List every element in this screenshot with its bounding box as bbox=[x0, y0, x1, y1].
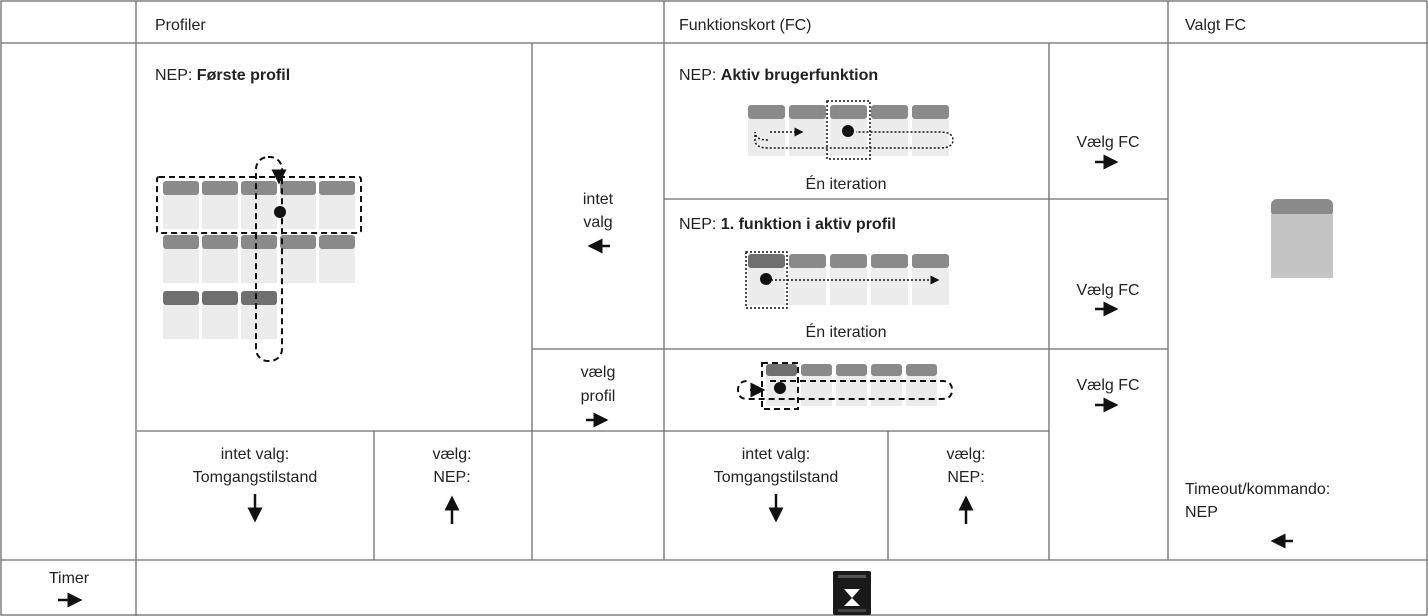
no-choice-label-2: valg bbox=[583, 214, 612, 231]
fc-row-2-action: Vælg FC bbox=[1076, 282, 1139, 299]
active-card-outline bbox=[826, 100, 871, 160]
cursor-dot bbox=[760, 273, 772, 285]
cursor-dot bbox=[274, 206, 286, 218]
profiles-panel-name: Første profil bbox=[197, 67, 290, 84]
selected-fc-card bbox=[1271, 199, 1333, 278]
profiles-panel-prefix: NEP: bbox=[155, 67, 197, 84]
profile-card bbox=[241, 181, 277, 229]
fc-choose-label-2: NEP: bbox=[947, 469, 984, 486]
cursor-dot bbox=[842, 125, 854, 137]
choose-profile-label-2: profil bbox=[581, 388, 616, 405]
profiles-choose-label-2: NEP: bbox=[433, 469, 470, 486]
fc-row-1-cards bbox=[748, 105, 949, 156]
profile-card bbox=[280, 235, 316, 283]
choose-profile-label: vælg bbox=[581, 364, 616, 381]
profile-card bbox=[202, 291, 238, 339]
profiles-no-choice-label: intet valg: bbox=[221, 446, 289, 463]
profiles-choose-label: vælg: bbox=[432, 446, 471, 463]
hourglass-icon bbox=[833, 571, 871, 615]
column-scan-outline bbox=[255, 156, 283, 362]
timeout-label: Timeout/kommando: bbox=[1185, 481, 1330, 498]
iteration-loop bbox=[754, 131, 954, 149]
profile-card bbox=[241, 291, 277, 339]
profile-card bbox=[163, 235, 199, 283]
fc-row-2-cards bbox=[748, 254, 949, 305]
header-profiles: Profiler bbox=[155, 17, 206, 34]
profiles-panel-title: NEP: Første profil bbox=[155, 67, 290, 84]
fc-choose-label: vælg: bbox=[946, 446, 985, 463]
profile-card bbox=[163, 181, 199, 229]
iteration-loop bbox=[736, 380, 954, 400]
profile-card bbox=[319, 235, 355, 283]
row-scan-outline bbox=[156, 176, 362, 234]
profiles-no-choice-label-2: Tomgangstilstand bbox=[193, 469, 318, 486]
fc-row-2-title: NEP: 1. funktion i aktiv profil bbox=[679, 216, 896, 233]
timer-label: Timer bbox=[49, 570, 90, 587]
profile-card bbox=[280, 181, 316, 229]
fc-row-1-action: Vælg FC bbox=[1076, 134, 1139, 151]
header-selected-fc: Valgt FC bbox=[1185, 17, 1246, 34]
profile-card bbox=[163, 291, 199, 339]
no-choice-label: intet bbox=[583, 191, 614, 208]
fc-row-1-caption: Én iteration bbox=[806, 174, 887, 193]
profile-card bbox=[319, 181, 355, 229]
fc-no-choice-label-2: Tomgangstilstand bbox=[714, 469, 839, 486]
header-function-cards: Funktionskort (FC) bbox=[679, 17, 811, 34]
fc-row-1-title: NEP: Aktiv brugerfunktion bbox=[679, 67, 878, 84]
profile-card bbox=[202, 235, 238, 283]
cursor-dot bbox=[774, 382, 786, 394]
fc-no-choice-label: intet valg: bbox=[742, 446, 810, 463]
timeout-label-2: NEP bbox=[1185, 504, 1218, 521]
profile-card bbox=[241, 235, 277, 283]
fc-row-2-caption: Én iteration bbox=[806, 322, 887, 341]
fc-row-3-action: Vælg FC bbox=[1076, 377, 1139, 394]
profile-card bbox=[202, 181, 238, 229]
profile-card-grid bbox=[163, 181, 355, 339]
